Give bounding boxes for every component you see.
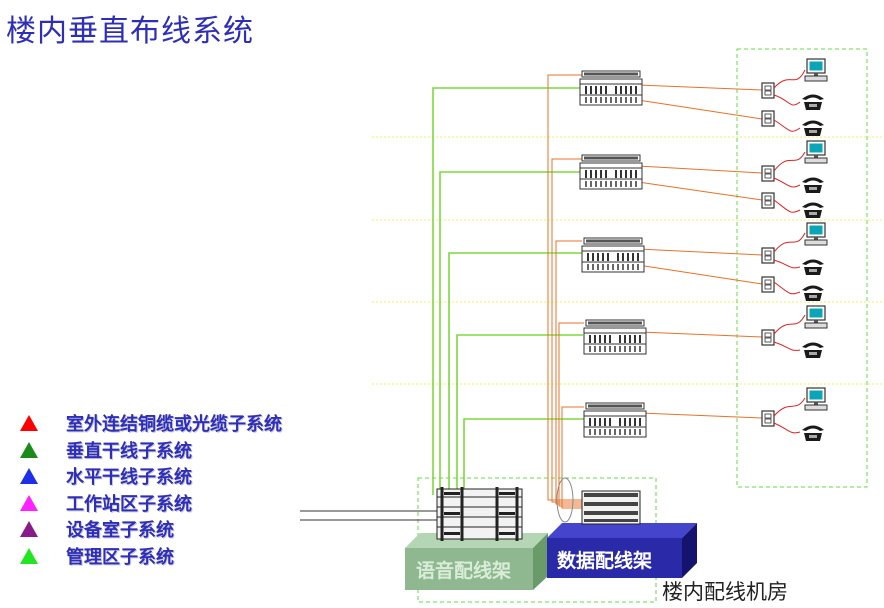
magenta-triangle-icon [20,494,38,511]
blue-triangle-icon [20,468,38,485]
legend-label: 工作站区子系统 [66,493,192,515]
red-triangle-icon [20,415,38,432]
legend-label: 管理区子系统 [66,546,174,568]
legend-item: 工作站区子系统 [20,490,282,517]
legend-item: 管理区子系统 [20,543,282,570]
legend: 室外连结铜缆或光缆子系统 垂直干线子系统 水平干线子系统 工作站区子系统 设备室… [20,410,282,569]
legend-item: 垂直干线子系统 [20,437,282,464]
equipment-room-label: 楼内配线机房 [662,580,788,604]
legend-label: 设备室子系统 [66,520,174,542]
green-triangle-icon [20,441,38,458]
legend-item: 设备室子系统 [20,516,282,543]
data-frame-label: 数据配线架 [557,549,652,572]
purple-triangle-icon [20,521,38,538]
legend-item: 室外连结铜缆或光缆子系统 [20,410,282,437]
legend-label: 室外连结铜缆或光缆子系统 [66,414,282,436]
legend-label: 水平干线子系统 [66,467,192,489]
legend-label: 垂直干线子系统 [66,440,192,462]
legend-item: 水平干线子系统 [20,463,282,490]
voice-frame-label: 语音配线架 [416,559,511,582]
light-green-triangle-icon [20,547,38,564]
page-title: 楼内垂直布线系统 [6,14,254,49]
